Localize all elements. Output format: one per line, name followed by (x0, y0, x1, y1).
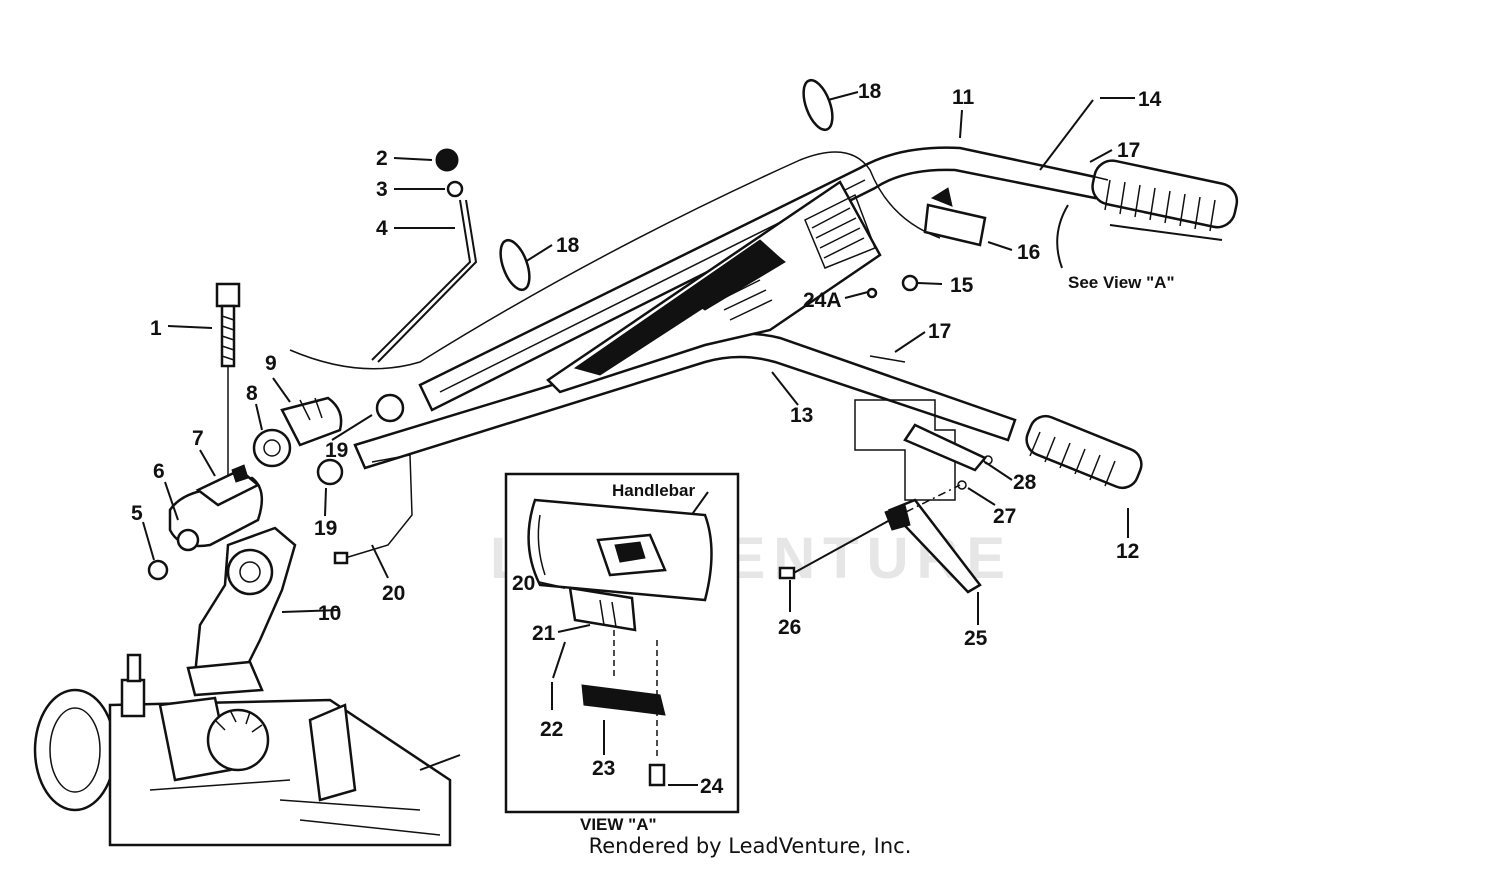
callout-12: 12 (1116, 540, 1139, 563)
inset-view-label: VIEW "A" (580, 815, 657, 834)
callout-20: 20 (382, 582, 405, 605)
clamp-9 (280, 396, 343, 447)
knob-2 (435, 148, 459, 172)
callout-4: 4 (376, 217, 388, 240)
shift-rod-4 (371, 199, 478, 363)
callout-27: 27 (993, 505, 1016, 528)
inset-callout-23: 23 (592, 757, 615, 780)
sleeve-17a (1074, 171, 1109, 181)
bolt-26 (789, 519, 891, 576)
inset-bracket-23 (581, 684, 666, 716)
callout-2: 2 (376, 147, 388, 170)
inset-clip-21 (568, 586, 637, 632)
decal-panel (546, 180, 882, 394)
callout-24a: 24A (803, 289, 842, 312)
shift-lever (884, 498, 982, 594)
callout-9: 9 (265, 352, 277, 375)
leader-lines (142, 91, 1135, 625)
inset-handlebar-label: Handlebar (612, 481, 696, 500)
callout-28: 28 (1013, 471, 1037, 494)
bolt-1 (215, 282, 241, 368)
callout-14: 14 (1138, 88, 1162, 111)
callout-17b: 17 (928, 320, 951, 343)
tie-strap-18b (499, 238, 531, 292)
callout-6: 6 (153, 460, 165, 483)
inset-pin-22 (552, 641, 566, 679)
callout-7: 7 (192, 427, 204, 450)
callout-1: 1 (150, 317, 162, 340)
callout-3: 3 (376, 178, 388, 201)
throttle-cable (289, 151, 941, 370)
callout-18b: 18 (556, 234, 580, 257)
upper-grip (1091, 159, 1239, 241)
callout-18a: 18 (858, 80, 882, 103)
wire-20 (344, 454, 413, 559)
inset-callout-21: 21 (532, 622, 556, 645)
callout-labels: 1 2 3 4 5 6 7 8 9 10 11 12 13 14 15 16 1… (131, 80, 1175, 650)
callout-8: 8 (246, 382, 258, 405)
grommet-19b (316, 458, 344, 486)
callout-19b: 19 (314, 517, 337, 540)
inset-screw-24 (648, 763, 666, 787)
callout-15: 15 (950, 274, 974, 297)
inset-callout-22: 22 (540, 718, 563, 741)
callout-13: 13 (790, 404, 813, 427)
callout-10: 10 (318, 602, 341, 625)
engine-assembly (33, 653, 461, 847)
callout-5: 5 (131, 502, 143, 525)
lever-bracket (854, 399, 987, 501)
callout-26: 26 (778, 616, 801, 639)
credit-line: Rendered by LeadVenture, Inc. (588, 834, 912, 858)
switch-bracket (923, 187, 987, 247)
grommet-19a (375, 393, 405, 423)
clamp-8 (252, 428, 292, 468)
sleeve-17b (869, 355, 906, 363)
nut-15 (901, 274, 919, 292)
callout-17a: 17 (1117, 139, 1140, 162)
nut-5 (147, 559, 169, 581)
handle-column-10 (186, 526, 297, 697)
callout-25: 25 (964, 627, 988, 650)
lower-grip (1025, 414, 1143, 490)
inset-view-a: Handlebar 20 21 22 23 24 VIEW "A" (504, 472, 740, 834)
washer-3 (446, 180, 464, 198)
tie-strap-18a (802, 78, 834, 132)
screw-24a (866, 287, 878, 299)
screw-14 (1039, 99, 1094, 171)
clamp-7 (195, 464, 261, 507)
inset-callout-20: 20 (512, 572, 535, 595)
callout-19a: 19 (325, 439, 348, 462)
inset-callout-24: 24 (700, 775, 724, 798)
see-view-label: See View "A" (1068, 273, 1175, 292)
callout-11: 11 (952, 86, 975, 109)
callout-16: 16 (1017, 241, 1040, 264)
